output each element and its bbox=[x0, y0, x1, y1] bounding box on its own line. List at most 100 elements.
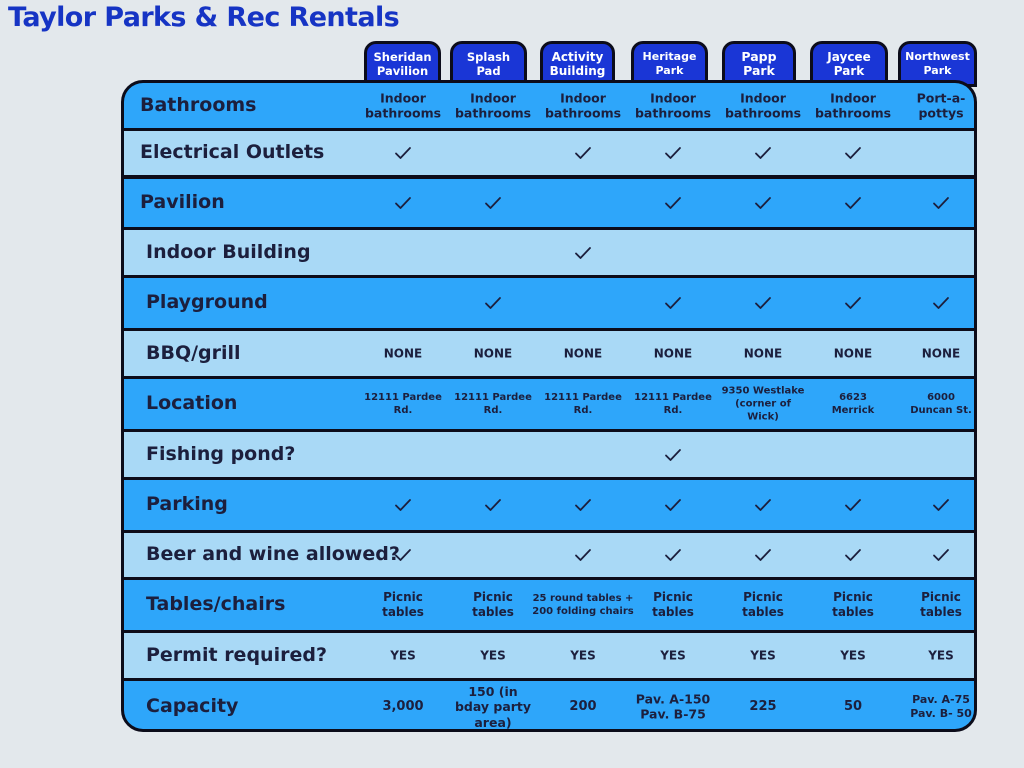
table-cell-line: bathrooms bbox=[454, 105, 532, 121]
check-icon bbox=[485, 297, 501, 309]
table-cell: NONE bbox=[922, 346, 960, 361]
table-cell: 3,000 bbox=[382, 699, 423, 715]
table-cell: 200 bbox=[569, 699, 596, 715]
table-cell: YES bbox=[750, 648, 776, 663]
table-cell-line: Picnic bbox=[833, 590, 873, 604]
table-cell-line: 12111 Pardee bbox=[544, 392, 622, 403]
check-icon bbox=[845, 499, 861, 511]
check-icon bbox=[575, 147, 591, 159]
row-label: Pavilion bbox=[140, 191, 225, 213]
table-row: Indoor Building bbox=[124, 230, 974, 275]
table-cell: NONE bbox=[744, 346, 782, 361]
column-header-line: Park bbox=[833, 64, 865, 78]
check-icon bbox=[755, 549, 771, 561]
table-cell-line: 9350 Westlake bbox=[721, 385, 805, 397]
check-icon bbox=[395, 197, 411, 209]
table-cell: NONE bbox=[474, 346, 512, 361]
table-cell: YES bbox=[660, 648, 686, 663]
row-label: Tables/chairs bbox=[146, 593, 286, 615]
table-row: Parking bbox=[124, 480, 974, 530]
table-cell-line: Rd. bbox=[393, 405, 413, 416]
table-cell-line: bathrooms bbox=[364, 105, 442, 121]
table-cell: NONE bbox=[834, 346, 872, 361]
table-cell-line: Pav. B-75 bbox=[640, 706, 706, 722]
table-cell-line: YES bbox=[750, 648, 776, 662]
table-cell: 225 bbox=[749, 699, 776, 715]
table-cell-line: NONE bbox=[563, 346, 603, 360]
row-label: Fishing pond? bbox=[146, 442, 296, 465]
check-icon bbox=[755, 197, 771, 209]
check-icon bbox=[485, 197, 501, 209]
check-icon bbox=[665, 499, 681, 511]
column-header-line: Sheridan bbox=[373, 50, 432, 64]
table-cell-line: Indoor bbox=[740, 90, 786, 105]
table-cell-line: 200 bbox=[569, 698, 597, 714]
table-cell-line: Indoor bbox=[470, 90, 516, 105]
table-cell-line: Wick) bbox=[747, 411, 779, 423]
table-cell-line: tables bbox=[920, 605, 962, 619]
table-row: BBQ/grill NONE NONE NONE NONE NONE NONE NONE bbox=[124, 331, 974, 376]
table-cell-line: YES bbox=[660, 648, 686, 662]
table-cell-line: 25 round tables + bbox=[532, 593, 634, 604]
table-cell: NONE bbox=[384, 346, 422, 361]
table-cell-line: tables bbox=[472, 605, 514, 619]
table-cell-line: pottys bbox=[918, 105, 964, 121]
check-icon bbox=[845, 297, 861, 309]
table-cell-line: area) bbox=[474, 714, 512, 730]
row-label: Location bbox=[146, 392, 238, 414]
column-header-line: Northwest bbox=[905, 50, 970, 63]
table-cell: YES bbox=[840, 648, 866, 663]
column-header-line: Park bbox=[743, 63, 775, 78]
check-icon bbox=[755, 499, 771, 511]
row-label: Beer and wine allowed? bbox=[146, 543, 400, 565]
table-cell: YES bbox=[390, 648, 416, 663]
table-cell-line: Indoor bbox=[830, 90, 876, 105]
table-cell-line: 50 bbox=[843, 698, 863, 714]
check-icon bbox=[933, 499, 949, 511]
table-cell: 50 bbox=[844, 699, 862, 715]
table-cell: NONE bbox=[564, 346, 602, 361]
row-label: Bathrooms bbox=[140, 93, 257, 116]
check-icon bbox=[845, 197, 861, 209]
table-cell-line: NONE bbox=[833, 346, 873, 360]
column-header-line: Pavilion bbox=[376, 64, 429, 78]
row-label: BBQ/grill bbox=[146, 341, 241, 364]
table-cell-line: YES bbox=[840, 648, 866, 662]
check-icon bbox=[575, 549, 591, 561]
table-cell-line: NONE bbox=[473, 346, 513, 360]
check-icon bbox=[845, 147, 861, 159]
check-icon bbox=[845, 549, 861, 561]
column-header-line: Jaycee bbox=[827, 50, 871, 64]
table-cell-line: YES bbox=[390, 648, 416, 662]
table-cell-line: Indoor bbox=[380, 90, 426, 105]
table-cell-line: Merrick bbox=[831, 405, 875, 416]
table-cell: NONE bbox=[654, 346, 692, 361]
table-cell-line: 6000 bbox=[927, 392, 955, 403]
table-cell-line: Duncan St. bbox=[910, 405, 972, 416]
check-icon bbox=[933, 549, 949, 561]
column-header-line: Park bbox=[655, 64, 684, 77]
table-cell-line: NONE bbox=[653, 346, 693, 360]
check-icon bbox=[933, 297, 949, 309]
table-cell-line: Indoor bbox=[650, 90, 696, 105]
table-row: Fishing pond? bbox=[124, 432, 974, 477]
